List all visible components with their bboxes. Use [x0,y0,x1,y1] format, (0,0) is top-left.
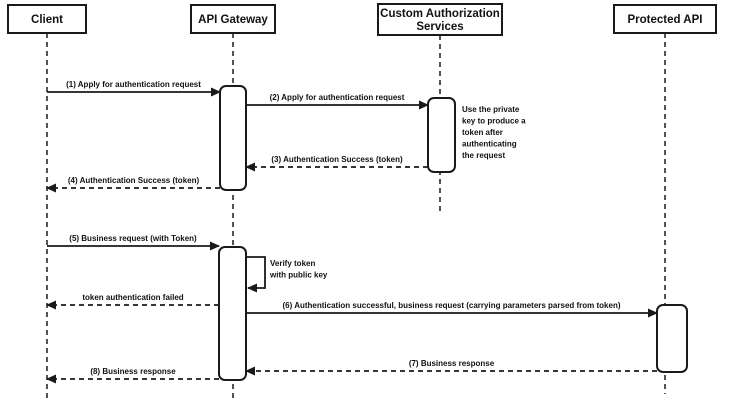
participant-protected-api-label: Protected API [628,14,703,26]
activation-api-gateway-0 [219,85,247,191]
participant-custom-authorization-services-box [377,3,503,36]
msg-2-label: (2) Apply for authentication request [270,93,405,102]
participant-client-label: Client [31,14,63,26]
participant-api-gateway-box [190,4,276,34]
note-private-key-label: the request [462,151,505,160]
participant-protected-api-box [613,4,717,34]
msg-6-label: (6) Authentication successful, business … [282,301,620,310]
msg-8-label: (8) Business response [90,367,176,376]
activation-protected-api-3 [656,304,688,373]
self-message-verify-token-arrow [246,256,266,293]
msg-5-label: (5) Business request (with Token) [69,234,197,243]
msg-7-label: (7) Business response [409,359,495,368]
msg-token-failed-label: token authentication failed [82,293,183,302]
participant-api-gateway-label: API Gateway [198,14,268,26]
activation-custom-authorization-services-1 [427,97,456,173]
self-message-verify-token-label: with public key [269,271,328,280]
msg-4-label: (4) Authentication Success (token) [68,176,200,185]
note-private-key-label: token after [462,128,503,137]
note-private-key-label: authenticating [462,140,517,149]
self-message-verify-token-label: Verify token [270,259,315,268]
msg-3-label: (3) Authentication Success (token) [271,155,403,164]
note-private-key-label: key to produce a [462,117,526,126]
participant-custom-authorization-services-label: Custom Authorization [380,8,500,20]
msg-1-label: (1) Apply for authentication request [66,80,201,89]
activation-api-gateway-2 [218,246,247,381]
note-private-key-label: Use the private [462,105,520,114]
participant-client-box [7,4,87,34]
participant-custom-authorization-services-label: Services [416,21,463,33]
